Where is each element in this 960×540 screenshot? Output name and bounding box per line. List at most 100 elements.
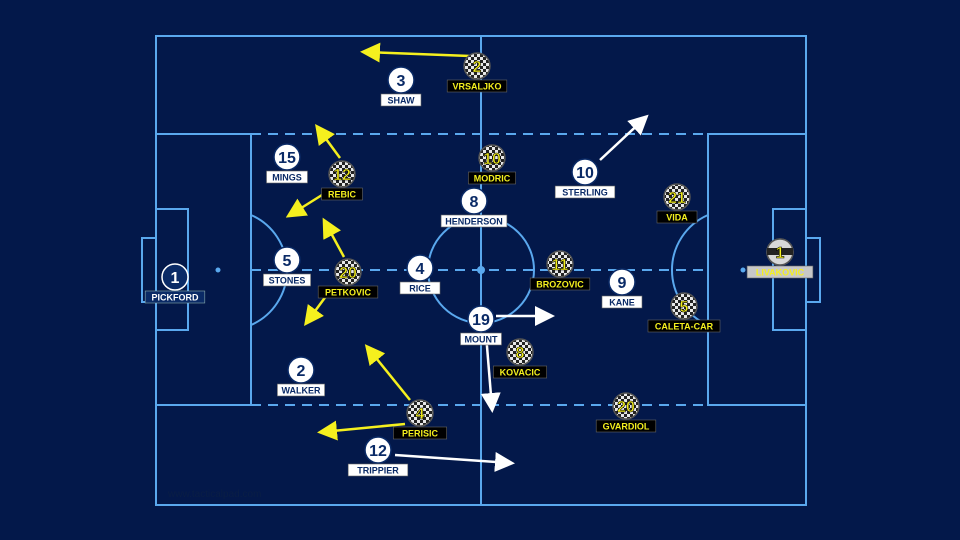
- player-name-label: MODRIC: [474, 174, 511, 184]
- player-name-label-bg: [492, 365, 547, 379]
- player-name-label: KOVACIC: [500, 368, 541, 378]
- player-token: [406, 399, 434, 427]
- player-number: 11: [552, 257, 569, 274]
- player-number: 2: [297, 363, 306, 380]
- movement-arrow: [317, 420, 406, 441]
- player-number: 10: [576, 165, 594, 182]
- player-token: [334, 258, 362, 286]
- player-number: 20: [617, 399, 635, 416]
- player-number: 8: [516, 345, 525, 362]
- player-name-label-bg: [321, 187, 363, 201]
- player-name-label-bg: [529, 277, 591, 291]
- player-name-label-bg: [317, 285, 379, 299]
- player-name-label: REBIC: [328, 190, 357, 200]
- player-name-label-bg: [460, 332, 502, 346]
- player-number: 1: [776, 245, 785, 262]
- player-name-label-bg: [380, 93, 422, 107]
- player-name-label-bg: [656, 210, 698, 224]
- movement-arrow: [394, 451, 515, 472]
- player-number: 12: [333, 167, 351, 184]
- player-name-label: PERISIC: [402, 429, 439, 439]
- player-token: [571, 158, 599, 186]
- movement-arrow: [322, 217, 346, 258]
- player-name-label-bg: [554, 185, 616, 199]
- player-name-label: SHAW: [388, 96, 416, 106]
- player-name-label: PETKOVIC: [325, 288, 372, 298]
- player-number: 21: [668, 190, 686, 207]
- player-number: 1: [171, 270, 180, 287]
- player-number: 2: [473, 59, 482, 76]
- player-name-label-bg: [347, 463, 409, 477]
- movement-arrow: [599, 114, 649, 161]
- player-name-label: MINGS: [272, 173, 302, 183]
- player-name-label: BROZOVIC: [536, 280, 584, 290]
- player-name-label-bg: [266, 170, 308, 184]
- player-name-label: LIVAKOVIC: [756, 268, 805, 278]
- player-token: [670, 292, 698, 320]
- player-name-label-bg: [392, 426, 447, 440]
- player-name-label-bg: [595, 419, 657, 433]
- player-number: 15: [278, 150, 296, 167]
- player-name-label-bg: [263, 273, 311, 287]
- player-name-label: MOUNT: [465, 335, 498, 345]
- player-token: [406, 254, 434, 282]
- players: 3SHAW15MINGS8HENDERSON10STERLING5STONES4…: [144, 52, 814, 477]
- player-name-label: CALETA-CAR: [655, 322, 714, 332]
- player-number: 12: [369, 443, 387, 460]
- player-token: [467, 305, 495, 333]
- player-name-label: GVARDIOL: [603, 422, 650, 432]
- player-token: [478, 144, 506, 172]
- player-token: [364, 436, 392, 464]
- player-name-label-bg: [647, 319, 721, 333]
- player-token: [506, 338, 534, 366]
- player-name-label: VRSALJKO: [452, 82, 501, 92]
- player-token: [663, 183, 691, 211]
- player-number: 10: [483, 151, 501, 168]
- player-number: 5: [680, 299, 689, 316]
- player-number: 5: [283, 253, 292, 270]
- player-name-label-bg: [440, 214, 508, 228]
- player-token: [328, 160, 356, 188]
- player-token: [287, 356, 315, 384]
- player-token: [608, 268, 636, 296]
- player-number: 19: [472, 312, 490, 329]
- player-name-label: HENDERSON: [445, 217, 503, 227]
- watermark: www.tacticalpad.com: [167, 489, 261, 500]
- player-name-label-bg: [601, 295, 643, 309]
- player-number: 9: [618, 275, 627, 292]
- player-number: 3: [397, 73, 406, 90]
- player-token: [273, 246, 301, 274]
- player-token: [463, 52, 491, 80]
- player-name-label: STONES: [269, 276, 306, 286]
- player-name-label: RICE: [409, 284, 431, 294]
- movement-arrow: [315, 123, 342, 159]
- player-token: [161, 263, 189, 291]
- player-token: [546, 250, 574, 278]
- player-token: [387, 66, 415, 94]
- movement-arrow: [360, 42, 471, 63]
- player-name-label: PICKFORD: [152, 293, 200, 303]
